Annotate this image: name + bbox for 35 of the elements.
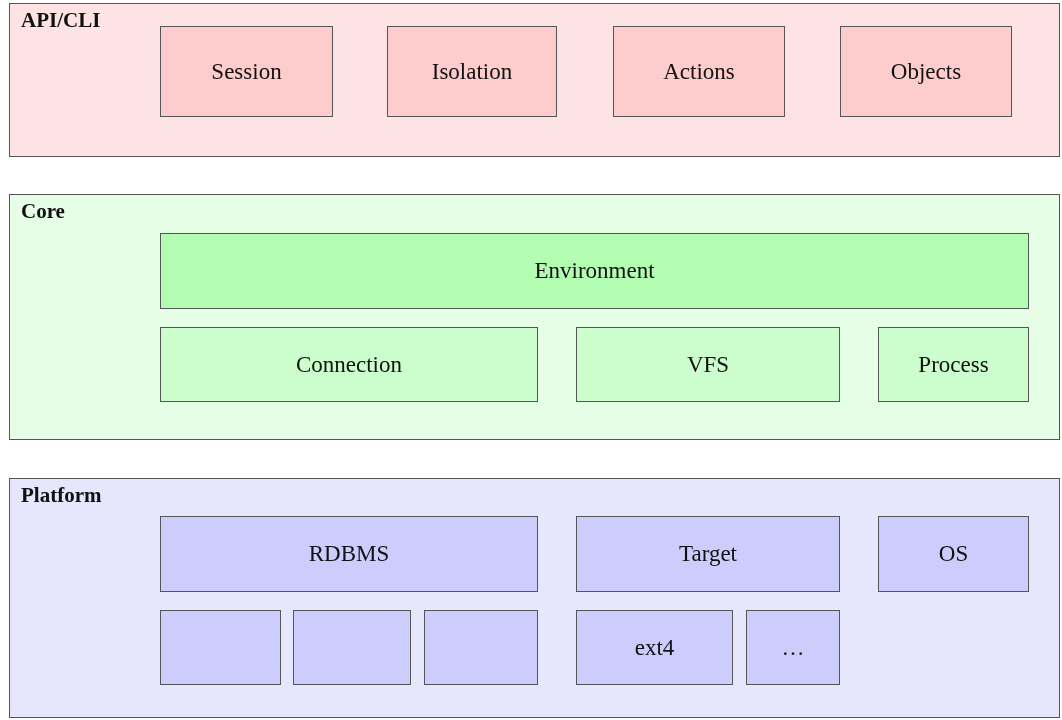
component-box [387,26,557,117]
component-box [576,327,840,402]
component-box [576,610,733,685]
layer-panel [9,3,1060,157]
component-label: Environment [533,258,656,284]
layer-title: Platform [21,483,102,508]
component-box [840,26,1012,117]
component-box [878,327,1029,402]
component-label: RDBMS [307,541,391,567]
component-label: OS [937,541,970,567]
component-label: VFS [685,351,731,378]
component-box [746,610,840,685]
component-label: Isolation [430,58,514,85]
component-box [878,516,1029,592]
layer-panel [9,478,1060,718]
component-box [160,26,333,117]
layer-title: API/CLI [21,8,101,33]
component-box [160,327,538,402]
component-label: Connection [294,351,403,378]
component-box [424,610,538,685]
component-box [576,516,840,592]
component-box [160,610,281,685]
component-box [160,516,538,592]
component-label: … [780,634,806,661]
component-box [160,233,1029,309]
layer-panel [9,194,1060,440]
layer-title: Core [21,199,65,224]
component-label: Actions [662,58,736,85]
component-label: Target [678,541,738,567]
component-label: Objects [889,58,963,85]
component-label: Session [210,58,283,85]
component-label: ext4 [633,634,676,661]
component-box [293,610,411,685]
component-box [613,26,785,117]
component-label: Process [917,351,990,378]
